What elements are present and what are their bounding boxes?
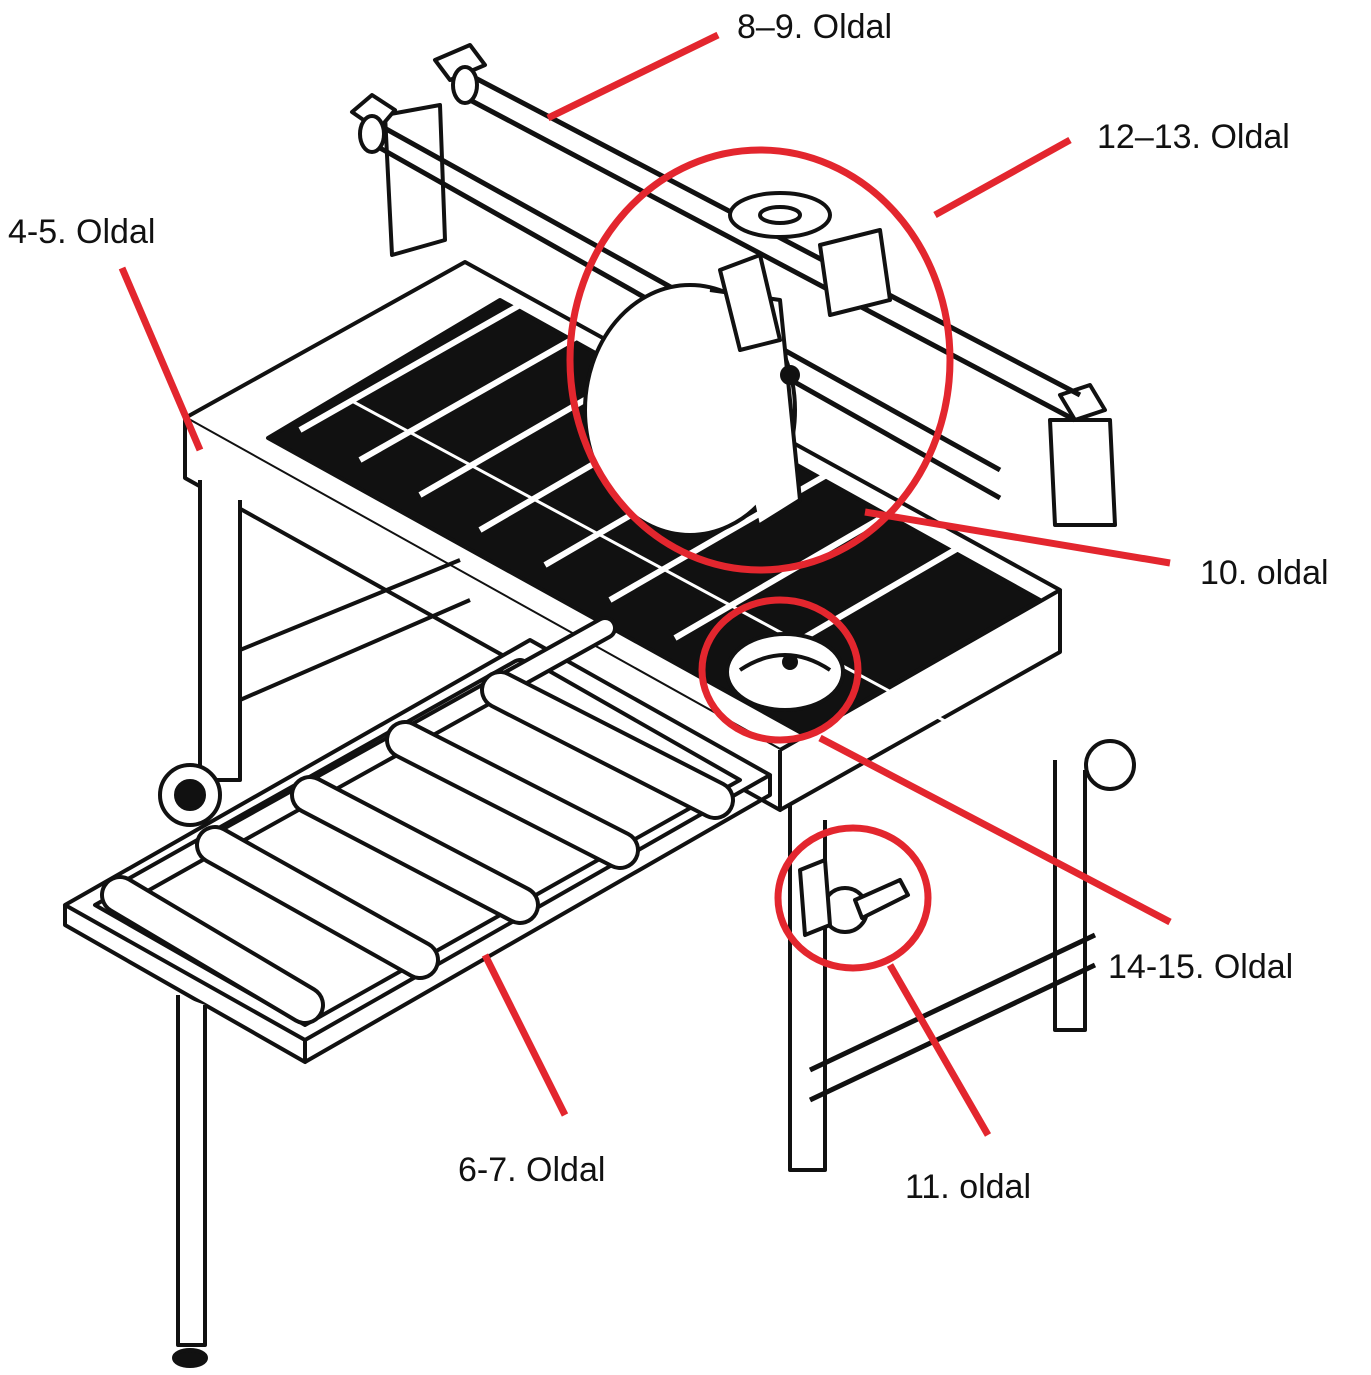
callout-label-cutting-table: 10. oldal — [1200, 554, 1329, 592]
callout-label-angle-adjust: 14-15. Oldal — [1108, 948, 1294, 986]
side-crank-drawing — [798, 858, 910, 937]
callout-label-saw-head: 12–13. Oldal — [1097, 118, 1290, 156]
angle-adjust-drawing — [725, 632, 845, 712]
callout-line-cutting-table — [864, 508, 1171, 567]
callout-label-side-crank: 11. oldal — [905, 1168, 1032, 1206]
callout-label-extension-table: 6-7. Oldal — [458, 1151, 606, 1189]
rear-post-right — [1048, 383, 1117, 527]
callout-line-saw-head — [933, 136, 1072, 219]
callout-line-extension-table — [481, 953, 569, 1117]
callout-ring-angle-adjust — [698, 596, 862, 744]
top-rail-drawing — [358, 65, 1082, 501]
callout-line-top-rail — [546, 31, 720, 122]
callout-line-frame — [118, 266, 204, 452]
callout-line-side-crank — [886, 963, 992, 1137]
callout-label-frame: 4-5. Oldal — [8, 213, 156, 251]
callout-ring-saw-head — [566, 146, 954, 574]
callout-label-top-rail: 8–9. Oldal — [737, 8, 892, 46]
callout-ring-side-crank — [774, 824, 932, 972]
extension-table-drawing — [63, 616, 772, 1368]
saw-head-drawing — [583, 191, 892, 537]
callout-line-angle-adjust — [818, 734, 1172, 926]
rear-post-left — [350, 43, 487, 257]
